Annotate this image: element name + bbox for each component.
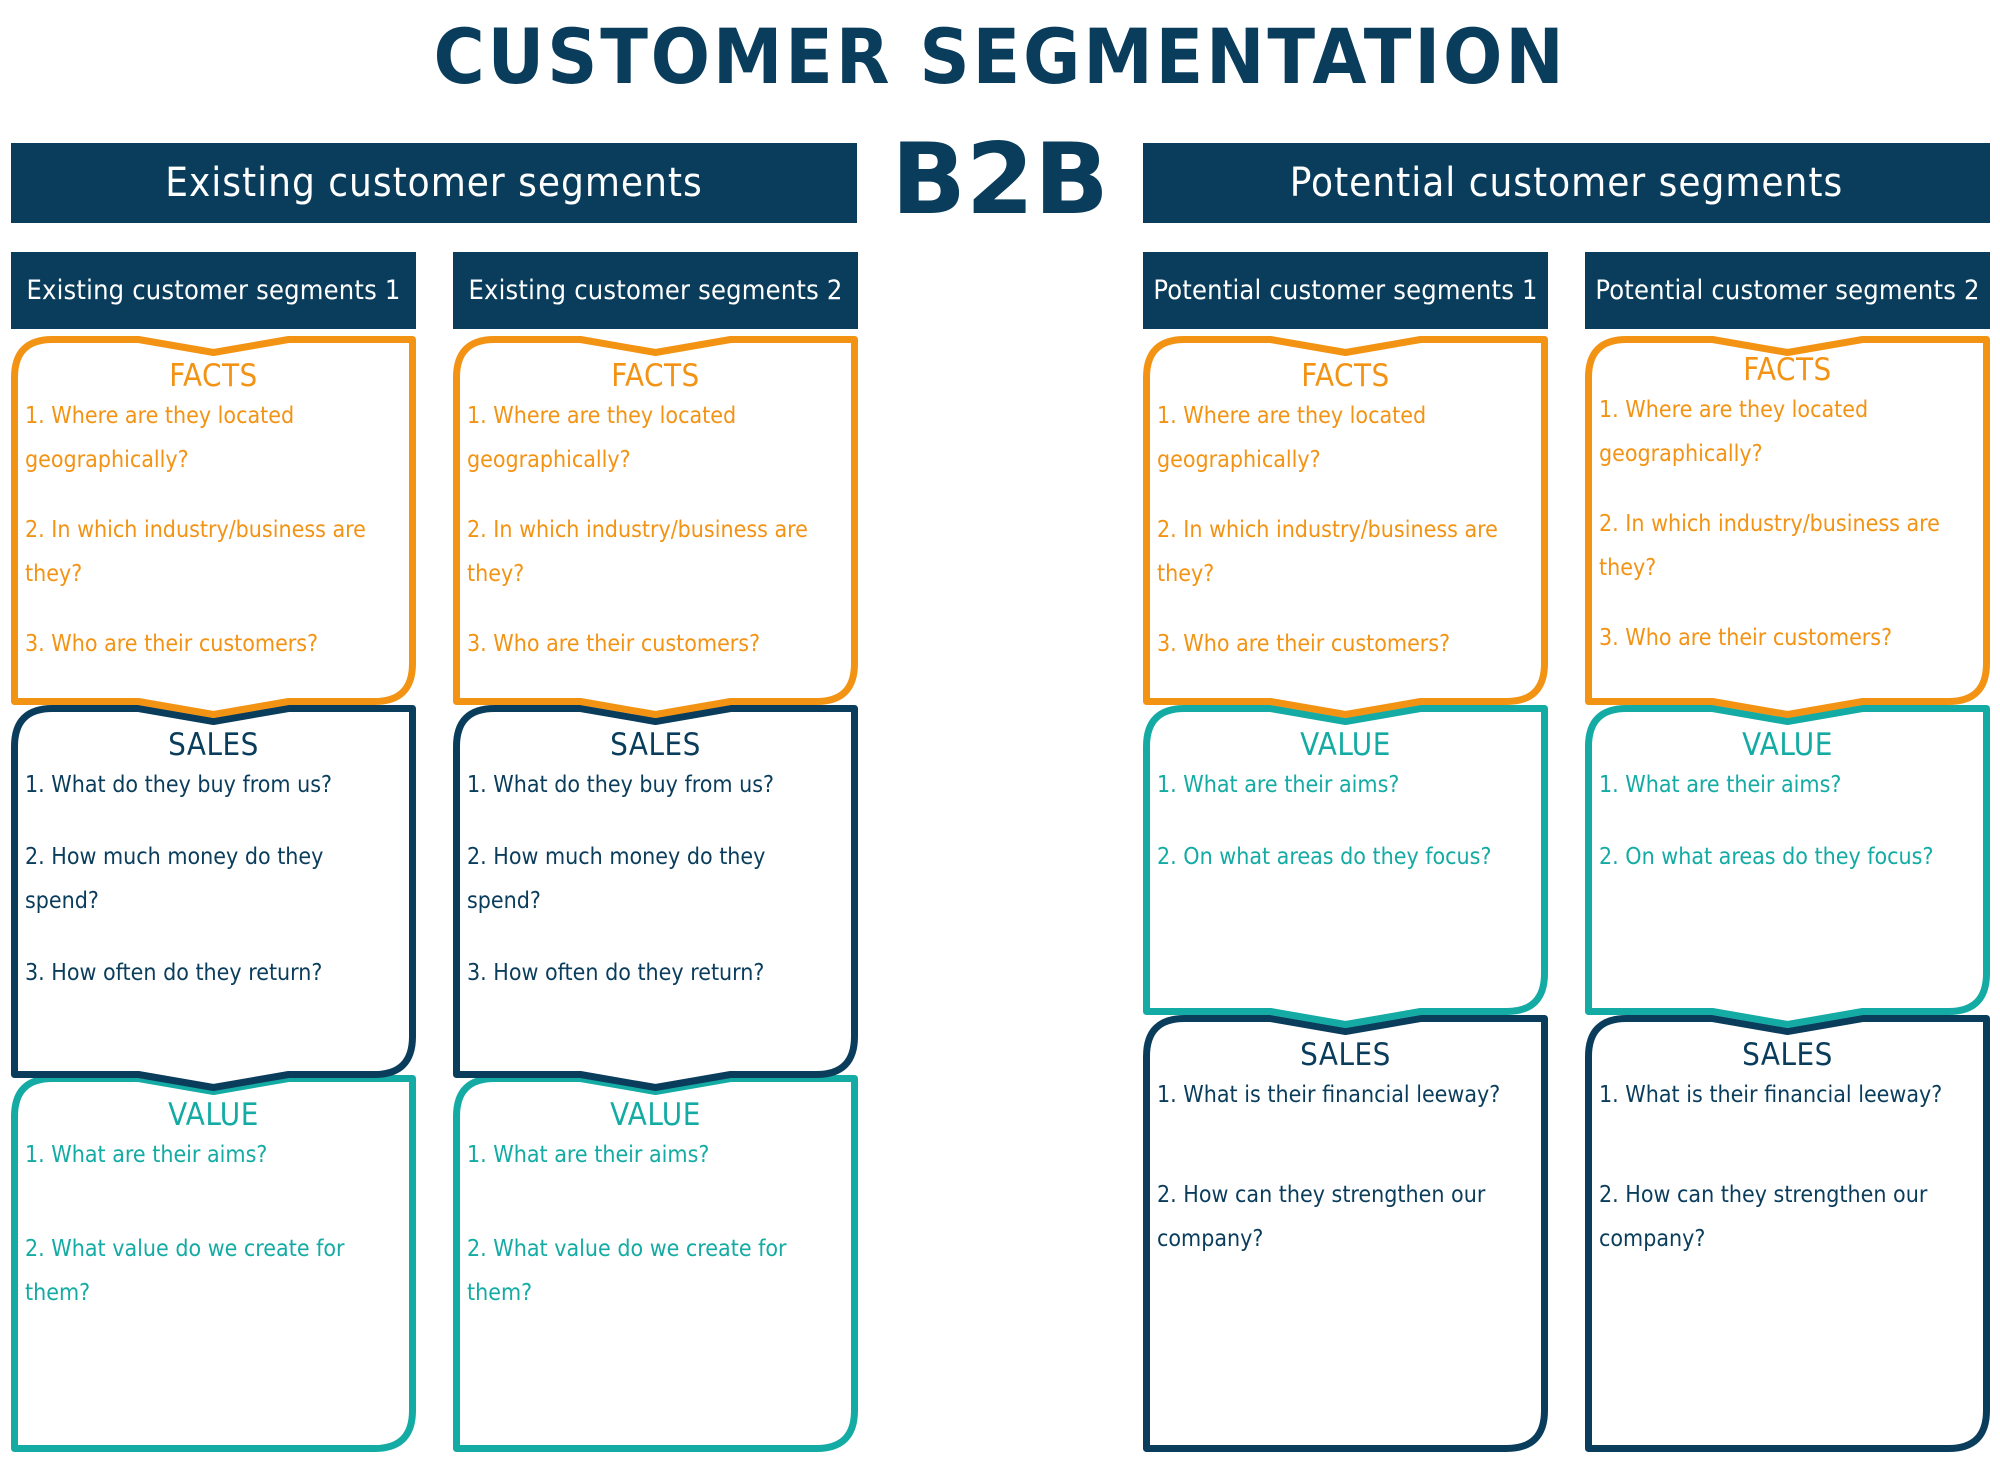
facts-title: FACTS <box>611 358 700 394</box>
facts-box: FACTS 1. Where are they located geographi… <box>1143 336 1548 718</box>
sales-box: SALES 1. What is their financial leeway? 2… <box>1585 1015 1990 1452</box>
value-box: VALUE 1. What are their aims? 2. On what a… <box>1143 705 1548 1028</box>
segment-column-header: Existing customer segments 1 <box>11 252 416 329</box>
question-item: 1. What are their aims? <box>25 1142 268 1168</box>
question-item: 3. How often do they return? <box>467 960 765 986</box>
question-item: 1. What are their aims? <box>467 1142 710 1168</box>
sales-box-frame <box>1143 1015 1548 1452</box>
question-item: 2. In which industry/business are they? <box>25 517 366 587</box>
question-item: 2. How can they strengthen our company? <box>1599 1182 1928 1252</box>
question-item: 1. What is their financial leeway? <box>1157 1082 1501 1108</box>
existing-segments-banner-label: Existing customer segments <box>165 160 703 206</box>
facts-box-border <box>453 336 858 718</box>
sales-box-border <box>11 705 416 1091</box>
sales-box-frame <box>453 705 858 1091</box>
facts-box-border <box>1143 336 1548 718</box>
value-box: VALUE 1. What are their aims? 2. What valu… <box>11 1075 416 1452</box>
facts-title: FACTS <box>169 358 258 394</box>
sales-box: SALES 1. What do they buy from us? 2. How … <box>453 705 858 1091</box>
sales-box: SALES 1. What do they buy from us? 2. How … <box>11 705 416 1091</box>
question-item: 2. On what areas do they focus? <box>1157 844 1492 870</box>
question-item: 3. Who are their customers? <box>467 631 761 657</box>
question-item: 2. In which industry/business are they? <box>1599 511 1940 581</box>
sales-box-frame <box>11 705 416 1091</box>
sales-box-frame <box>1585 1015 1990 1452</box>
segment-column-existing-1: Existing customer segments 1 FACTS 1. Whe… <box>11 252 416 1460</box>
question-item: 3. Who are their customers? <box>1599 625 1893 651</box>
value-title: VALUE <box>610 1097 701 1133</box>
sales-box: SALES 1. What is their financial leeway? 2… <box>1143 1015 1548 1452</box>
facts-box: FACTS 1. Where are they located geographi… <box>1585 336 1990 718</box>
facts-box: FACTS 1. Where are they located geographi… <box>453 336 858 718</box>
question-item: 1. What are their aims? <box>1157 772 1400 798</box>
sales-title: SALES <box>1300 1037 1391 1073</box>
segment-column-existing-2: Existing customer segments 2 FACTS 1. Whe… <box>453 252 858 1460</box>
question-item: 1. Where are they located geographically… <box>467 403 737 473</box>
question-item: 3. Who are their customers? <box>25 631 319 657</box>
question-item: 1. Where are they located geographically… <box>25 403 295 473</box>
facts-box: FACTS 1. Where are they located geographi… <box>11 336 416 718</box>
segment-column-header: Potential customer segments 1 <box>1143 252 1548 329</box>
facts-box-frame <box>11 336 416 718</box>
facts-box-frame <box>1585 336 1990 718</box>
segment-column-header: Existing customer segments 2 <box>453 252 858 329</box>
question-item: 2. In which industry/business are they? <box>1157 517 1498 587</box>
question-item: 2. On what areas do they focus? <box>1599 844 1934 870</box>
segment-column-potential-1: Potential customer segments 1 FACTS 1. Wh… <box>1143 252 1548 1460</box>
sales-box-border <box>453 705 858 1091</box>
sales-box-border <box>1585 1015 1990 1452</box>
question-item: 3. How often do they return? <box>25 960 323 986</box>
question-item: 2. What value do we create for them? <box>25 1236 345 1306</box>
question-item: 1. What do they buy from us? <box>25 772 332 798</box>
facts-box-frame <box>1143 336 1548 718</box>
page-title: CUSTOMER SEGMENTATION <box>433 12 1567 101</box>
b2b-label: B2B <box>891 123 1109 237</box>
value-box-border <box>1143 705 1548 1028</box>
question-item: 1. What is their financial leeway? <box>1599 1082 1943 1108</box>
sales-title: SALES <box>168 727 259 763</box>
question-item: 1. What do they buy from us? <box>467 772 774 798</box>
value-box-border <box>11 1075 416 1452</box>
facts-title: FACTS <box>1743 352 1832 388</box>
sales-title: SALES <box>610 727 701 763</box>
value-box: VALUE 1. What are their aims? 2. What valu… <box>453 1075 858 1452</box>
value-title: VALUE <box>168 1097 259 1133</box>
potential-segments-banner-label: Potential customer segments <box>1289 160 1844 206</box>
value-title: VALUE <box>1742 727 1833 763</box>
sales-box-border <box>1143 1015 1548 1452</box>
question-item: 3. Who are their customers? <box>1157 631 1451 657</box>
question-item: 1. Where are they located geographically… <box>1157 403 1427 473</box>
question-item: 1. What are their aims? <box>1599 772 1842 798</box>
existing-segments-banner: Existing customer segments <box>11 143 857 223</box>
question-item: 2. How much money do they spend? <box>25 844 324 914</box>
sales-title: SALES <box>1742 1037 1833 1073</box>
facts-box-frame <box>453 336 858 718</box>
value-box-frame <box>11 1075 416 1452</box>
question-item: 2. How much money do they spend? <box>467 844 766 914</box>
value-box-border <box>1585 705 1990 1028</box>
facts-title: FACTS <box>1301 358 1390 394</box>
value-title: VALUE <box>1300 727 1391 763</box>
segment-column-header: Potential customer segments 2 <box>1585 252 1990 329</box>
potential-segments-banner: Potential customer segments <box>1143 143 1990 223</box>
question-item: 1. Where are they located geographically… <box>1599 397 1869 467</box>
question-item: 2. In which industry/business are they? <box>467 517 808 587</box>
value-box-frame <box>1143 705 1548 1028</box>
facts-box-border <box>1585 336 1990 718</box>
question-item: 2. What value do we create for them? <box>467 1236 787 1306</box>
facts-box-border <box>11 336 416 718</box>
value-box: VALUE 1. What are their aims? 2. On what a… <box>1585 705 1990 1028</box>
value-box-frame <box>1585 705 1990 1028</box>
question-item: 2. How can they strengthen our company? <box>1157 1182 1486 1252</box>
value-box-border <box>453 1075 858 1452</box>
value-box-frame <box>453 1075 858 1452</box>
segment-column-potential-2: Potential customer segments 2 FACTS 1. Wh… <box>1585 252 1990 1460</box>
